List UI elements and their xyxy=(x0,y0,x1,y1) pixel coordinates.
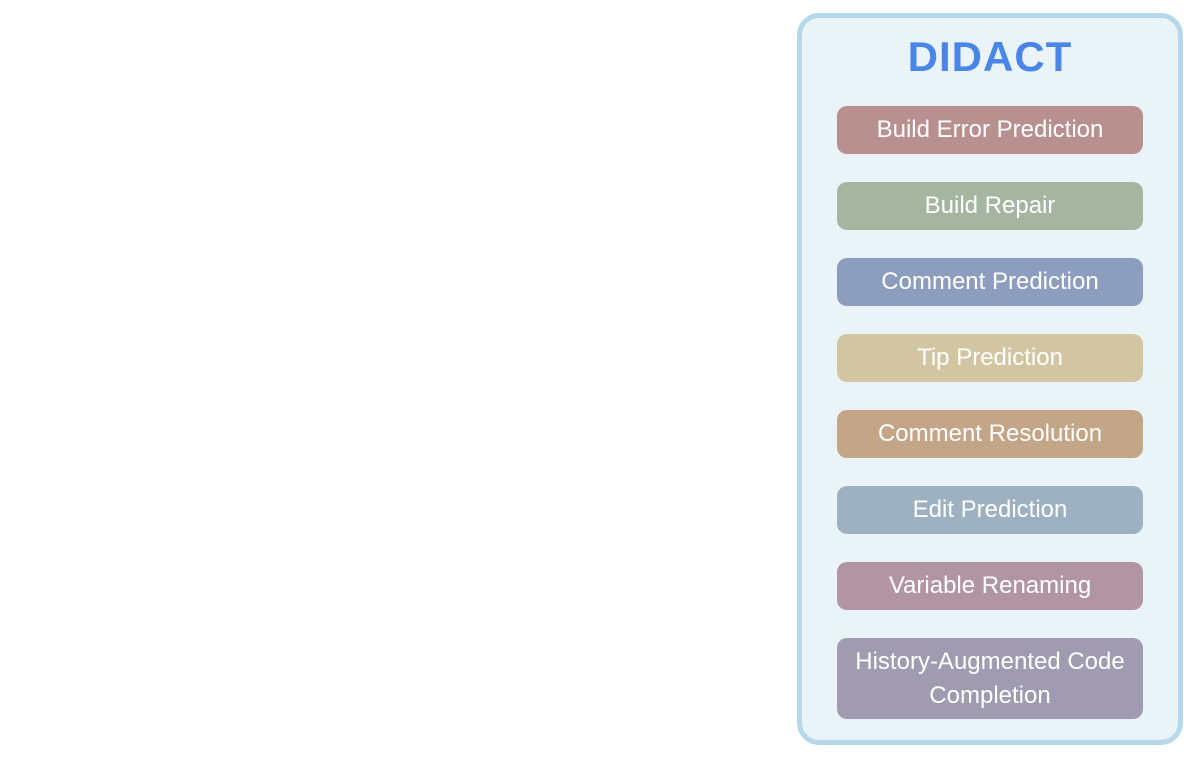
didact-panel: DIDACT Build Error Prediction Build Repa… xyxy=(797,13,1183,745)
panel-title: DIDACT xyxy=(907,33,1073,80)
task-pill-tip-prediction: Tip Prediction xyxy=(837,334,1143,383)
task-pill-comment-prediction: Comment Prediction xyxy=(837,258,1143,307)
task-pill-variable-renaming: Variable Renaming xyxy=(837,562,1143,611)
task-list: Build Error Prediction Build Repair Comm… xyxy=(837,106,1143,720)
task-pill-build-repair: Build Repair xyxy=(837,182,1143,231)
task-pill-edit-prediction: Edit Prediction xyxy=(837,486,1143,535)
task-pill-history-augmented-code-completion: History-Augmented Code Completion xyxy=(837,638,1143,720)
task-pill-build-error-prediction: Build Error Prediction xyxy=(837,106,1143,155)
task-pill-comment-resolution: Comment Resolution xyxy=(837,410,1143,459)
